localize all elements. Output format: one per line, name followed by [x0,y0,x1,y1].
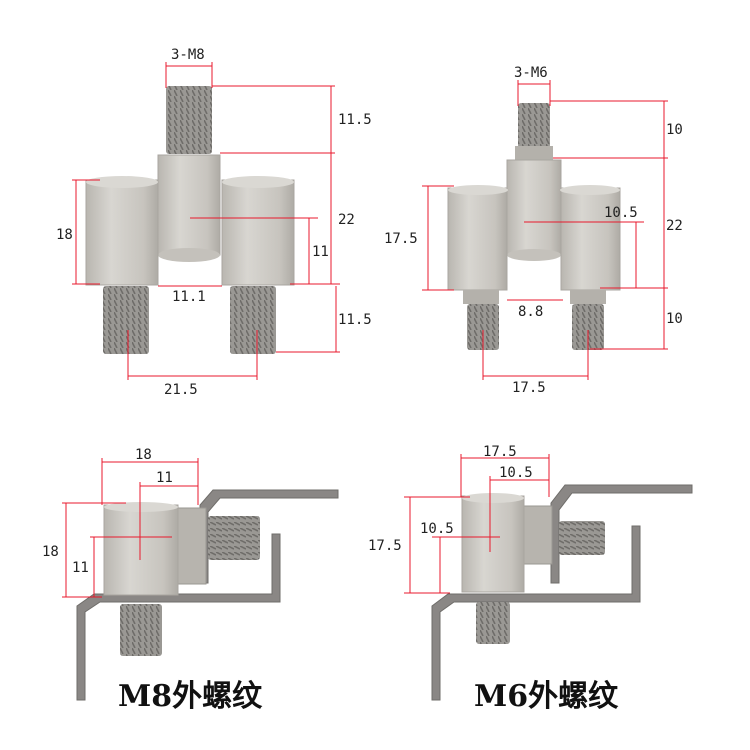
m8-gap-width: 11.1 [172,289,206,305]
m8-side-body [103,504,179,596]
m8-caption: M8外螺纹 [118,679,263,714]
m8-right-body [221,179,295,286]
m8-side-stud-bottom [120,604,162,656]
m6-gap-width: 8.8 [518,304,543,320]
m6-right-body [560,187,621,291]
m6-right-stud-base [570,290,606,304]
m6-body-height: 17.5 [384,231,418,247]
m8-left-stud [103,286,149,354]
m8-side-width-total: 18 [135,447,152,463]
m6-offset-height: 10.5 [604,205,638,221]
m6-left-body-top [448,185,508,195]
m8-side-height-total: 18 [42,544,59,560]
m6-top-stud-base [515,146,553,160]
m6-front-dimension-lines [422,80,668,380]
m6-front-view: 3-M6 10 22 17.5 10.5 8.8 10 17.5 [384,65,683,396]
m6-side-body [461,495,525,593]
m8-upper-bracket [199,489,339,584]
m6-left-body [447,187,508,291]
m8-lower-bracket [76,533,281,701]
m6-center-body [506,159,562,256]
m8-front-dimension-lines [72,62,340,380]
m8-right-body-top [222,176,294,188]
m6-right-stud [572,304,604,350]
m8-left-body-top [86,176,158,188]
m6-caption: M6外螺纹 [474,679,619,714]
m8-side-stud-right [208,516,260,560]
m8-side-width-partial: 11 [156,470,173,486]
m8-body-height: 18 [56,227,73,243]
m6-right-body-top [560,185,620,195]
m8-center-body [157,154,221,256]
m8-right-stud [230,286,276,354]
m6-upper-bracket [550,484,693,584]
m6-left-stud [467,304,499,350]
m8-left-body [85,179,159,286]
m6-left-stud-base [463,290,499,304]
m8-side-height-partial: 11 [72,560,89,576]
m8-front-view: 3-M8 11.5 22 18 11 11.1 11.5 21.5 [56,47,372,398]
m6-side-height-total: 17.5 [368,538,402,554]
m6-center-body-bottom [507,249,561,261]
m8-center-height: 22 [338,212,355,228]
m6-side-dimension-lines [404,454,550,594]
m8-side-view: 18 11 18 11 M8外螺纹 [42,447,339,714]
m6-stud-spacing: 17.5 [512,380,546,396]
m8-side-hex [175,507,207,585]
m6-top-stud-height: 10 [666,122,683,138]
m8-top-stud [166,86,212,154]
m6-side-width-total: 17.5 [483,444,517,460]
m6-side-width-partial: 10.5 [499,465,533,481]
m8-bottom-stud-height: 11.5 [338,312,372,328]
m6-side-height-partial: 10.5 [420,521,454,537]
m8-offset-height: 11 [312,244,329,260]
m6-side-body-top [462,493,524,503]
m8-side-dimension-lines [62,458,199,598]
m6-bottom-stud-height: 10 [666,311,683,327]
m6-side-stud-bottom [476,602,510,644]
m8-side-body-top [104,502,178,512]
m8-stud-spacing: 21.5 [164,382,198,398]
m6-side-hex [521,505,553,565]
m6-lower-bracket [431,525,641,701]
m6-side-stud-right [559,521,605,555]
m8-center-body-bottom [158,248,220,262]
m6-top-stud [518,103,550,148]
m6-center-height: 22 [666,218,683,234]
m6-side-view: 17.5 10.5 17.5 10.5 M6外螺纹 [368,444,693,714]
m6-thread-label: 3-M6 [514,65,548,81]
m8-thread-label: 3-M8 [171,47,205,63]
m8-top-stud-height: 11.5 [338,112,372,128]
